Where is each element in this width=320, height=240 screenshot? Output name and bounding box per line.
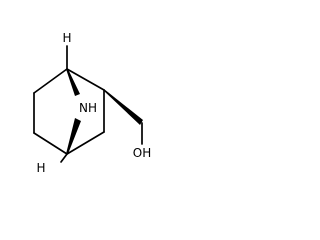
atom-label-h-bottom: H bbox=[36, 161, 45, 175]
bond-c1-c2 bbox=[66, 68, 105, 91]
bond-c4-h-bottom bbox=[60, 153, 68, 163]
bond-c3-c4 bbox=[66, 131, 105, 155]
bond-c5-c4 bbox=[33, 132, 68, 155]
wedge-c2-ch2 bbox=[104, 89, 143, 125]
atom-label-nh: NH bbox=[79, 101, 97, 115]
atom-label-h-top: H bbox=[62, 31, 71, 45]
bond-c1-c6 bbox=[33, 68, 68, 94]
chemical-structure: H NH H OH bbox=[33, 31, 151, 175]
atom-label-oh: OH bbox=[133, 146, 151, 160]
wedge-c1-n bbox=[66, 69, 80, 96]
wedge-c4-n bbox=[66, 118, 81, 154]
